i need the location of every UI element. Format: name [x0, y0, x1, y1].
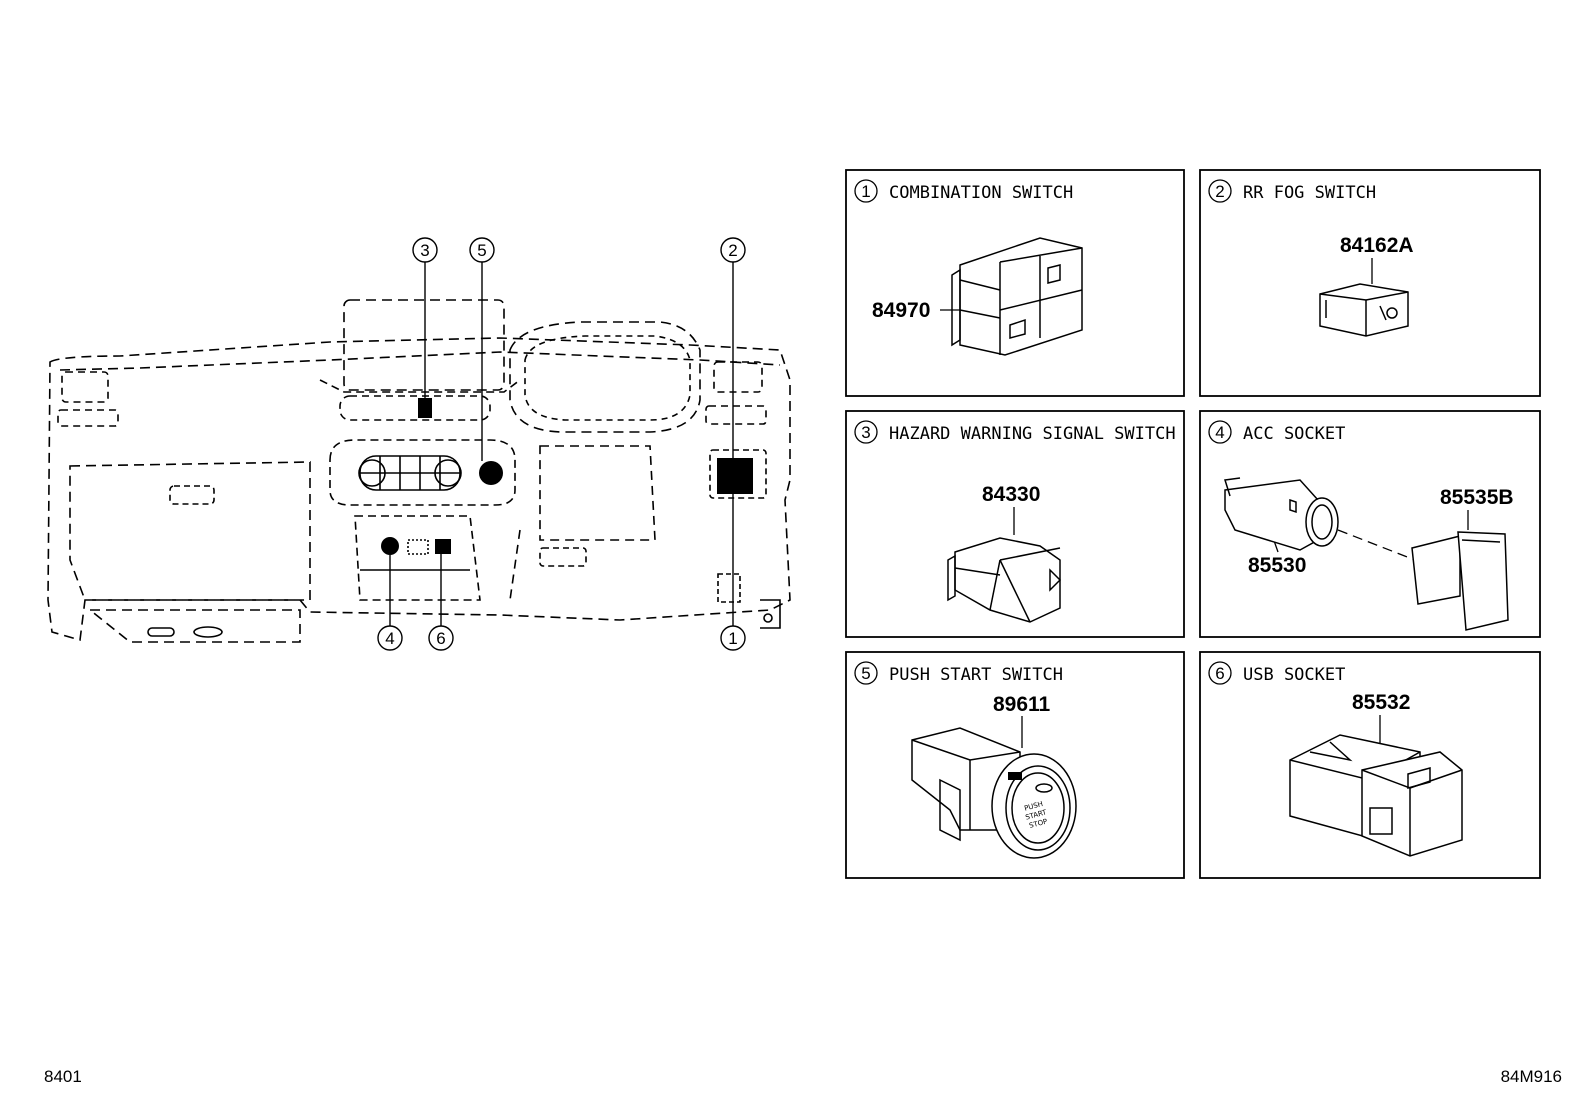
hazard-switch-icon	[947, 537, 1062, 623]
panel-2-title: RR FOG SWITCH	[1243, 183, 1376, 203]
panel-6-number: 6	[1215, 664, 1224, 683]
callout-2-label: 2	[728, 241, 737, 260]
panel-1-title: COMBINATION SWITCH	[889, 183, 1073, 203]
leader-lines	[389, 262, 734, 626]
panel-5-number: 5	[861, 664, 870, 683]
panel-usb-socket: 6 USB SOCKET 85532	[1199, 651, 1541, 879]
panel-2-number: 2	[1215, 182, 1224, 201]
push-start-switch-icon	[911, 727, 1077, 859]
panel-6-title: USB SOCKET	[1243, 665, 1345, 685]
part-number-85532: 85532	[1352, 691, 1410, 714]
callout-2: 2	[720, 237, 746, 263]
callout-1-label: 1	[728, 629, 737, 648]
callout-5: 5	[469, 237, 495, 263]
diagram-code-right: 84M916	[1501, 1067, 1562, 1086]
panel-rr-fog-switch: 2 RR FOG SWITCH 84162A	[1199, 169, 1541, 397]
part-number-84970: 84970	[872, 299, 930, 322]
dashboard-overview	[47, 299, 791, 643]
acc-socket-cap-icon	[1411, 531, 1509, 631]
panel-1-number: 1	[861, 182, 870, 201]
callout-6-label: 6	[436, 629, 445, 648]
combination-switch-icon	[951, 237, 1083, 356]
panel-push-start-switch: 5 PUSH START SWITCH 89611 PUSH START STO…	[845, 651, 1185, 879]
fog-switch-icon	[1319, 283, 1409, 337]
part-number-85530: 85530	[1248, 554, 1306, 577]
part-number-85535b: 85535B	[1440, 486, 1514, 509]
panel-combination-switch: 1 COMBINATION SWITCH 84970	[845, 169, 1185, 397]
callout-3-label: 3	[420, 241, 429, 260]
part-number-84162a: 84162A	[1340, 234, 1414, 257]
panel-3-title: HAZARD WARNING SIGNAL SWITCH	[889, 424, 1176, 444]
panel-hazard-switch: 3 HAZARD WARNING SIGNAL SWITCH 84330	[845, 410, 1185, 638]
callout-4: 4	[377, 625, 403, 651]
part-number-84330: 84330	[982, 483, 1040, 506]
panel-3-number: 3	[861, 423, 870, 442]
callout-4-label: 4	[385, 629, 394, 648]
panel-acc-socket: 4 ACC SOCKET 85530 85535B	[1199, 410, 1541, 638]
panel-4-number: 4	[1215, 423, 1224, 442]
panel-4-title: ACC SOCKET	[1243, 424, 1345, 444]
callout-3: 3	[412, 237, 438, 263]
acc-socket-icon	[1224, 477, 1339, 551]
usb-socket-icon	[1289, 734, 1463, 857]
panel-5-title: PUSH START SWITCH	[889, 665, 1063, 685]
callout-1: 1	[720, 625, 746, 651]
callout-6: 6	[428, 625, 454, 651]
callout-5-label: 5	[477, 241, 486, 260]
part-number-89611: 89611	[993, 693, 1051, 716]
diagram-code-left: 8401	[44, 1067, 82, 1086]
